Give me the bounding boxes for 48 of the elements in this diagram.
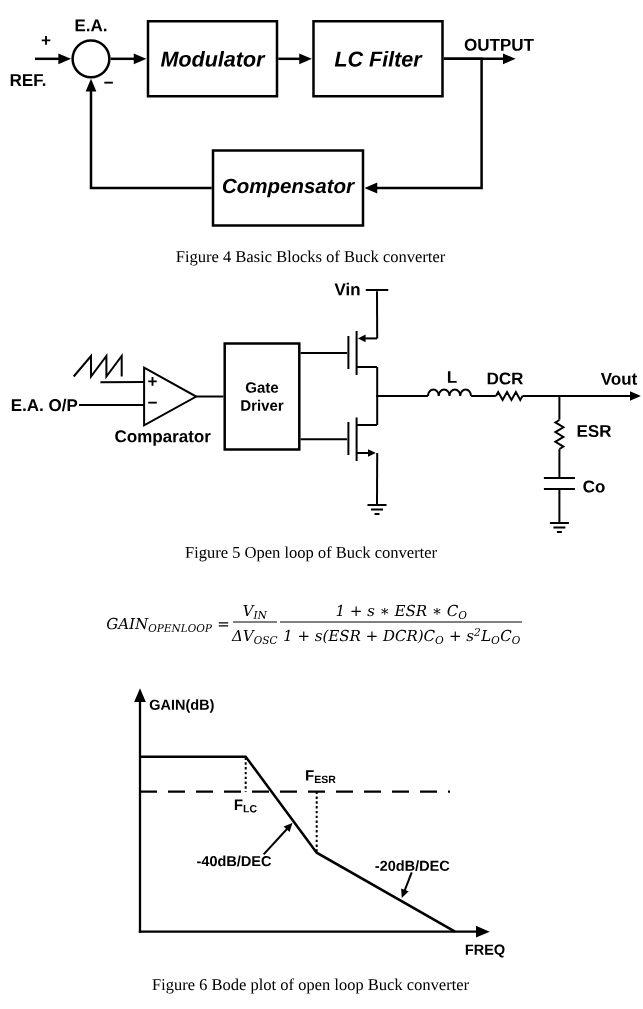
node-caption: E.A.	[75, 19, 107, 32]
axis-label: GAIN(dB)	[149, 699, 214, 713]
wire	[521, 395, 561, 421]
wire	[376, 452, 379, 506]
sawtooth-wave	[72, 353, 123, 380]
ground-symbol	[366, 504, 388, 515]
process-box: Modulator	[146, 20, 279, 98]
transistor-symbol	[347, 416, 378, 462]
wire	[376, 395, 429, 426]
component-label: DCR	[487, 372, 524, 385]
signal-label: REF.	[10, 74, 46, 86]
wire	[558, 448, 561, 479]
wire	[299, 438, 349, 441]
wire	[470, 395, 497, 397]
caption: Figure 6 Bode plot of open loop Buck converter	[152, 978, 469, 994]
signal-label: E.A. O/P	[11, 398, 78, 412]
equation: ΔV$_{OSC}$	[231, 630, 278, 644]
component-label: Co	[583, 480, 605, 493]
frequency-label: F$_{LC}$	[234, 799, 257, 813]
transistor-symbol	[347, 330, 378, 376]
axis-label: FREQ	[465, 944, 505, 958]
wire	[299, 352, 349, 354]
process-box: Compensator	[211, 149, 365, 227]
ground-symbol	[548, 522, 570, 533]
equation: 1 + s(ESR + DCR)C$_{O}$ + s$^{2}$L$_{O}$C$_{O}$	[284, 628, 520, 644]
node-caption: Comparator	[115, 430, 211, 446]
wire	[195, 395, 225, 398]
signal-label: OUTPUT	[464, 38, 534, 51]
caption: Figure 4 Basic Blocks of Buck converter	[176, 250, 446, 266]
slope-label: -20dB/DEC	[375, 860, 450, 872]
frequency-label: F$_{ESR}$	[306, 770, 336, 784]
component-label: ESR	[577, 425, 612, 438]
component-label: L	[447, 371, 457, 383]
component-label: Vin	[334, 282, 360, 296]
caption: Figure 5 Open loop of Buck converter	[185, 546, 437, 562]
process-box: Gate Driver	[223, 342, 301, 451]
signal-label: Vout	[600, 372, 638, 385]
process-box: LC Filter	[312, 20, 444, 98]
wire	[99, 381, 146, 384]
equation: V$_{IN}$	[243, 605, 268, 619]
wire	[78, 404, 146, 406]
slope-label: -40dB/DEC	[197, 855, 272, 867]
equation: GAIN$_{OPENLOOP}$ =	[107, 617, 229, 632]
sign: −	[104, 81, 113, 84]
equation: 1 + s ∗ ESR ∗ C$_{O}$	[336, 604, 467, 619]
wire	[558, 488, 561, 524]
wire	[376, 290, 379, 340]
sign: +	[41, 36, 51, 45]
